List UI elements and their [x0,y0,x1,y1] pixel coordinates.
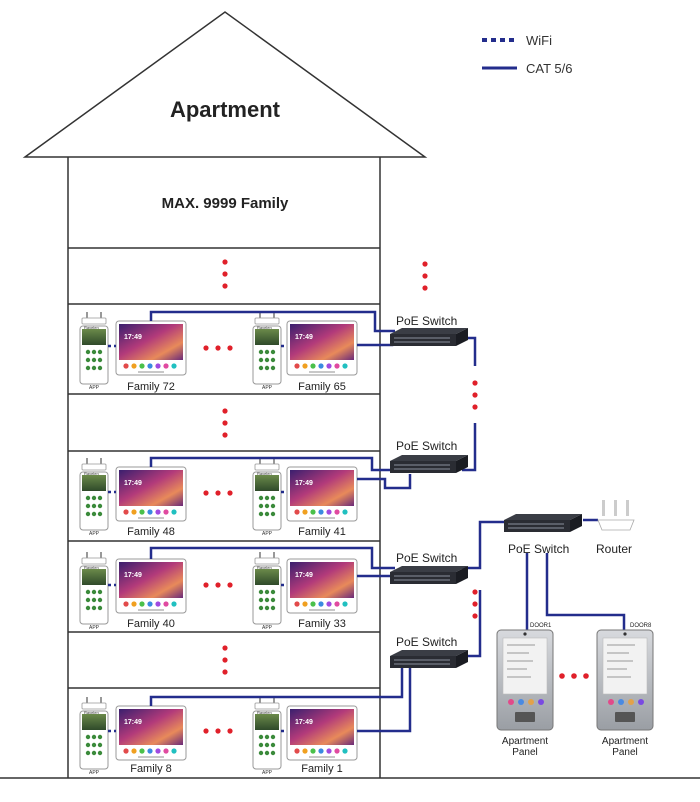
indoor-monitor [286,320,358,376]
floor-row-1 [79,311,358,385]
floor-row-4 [79,696,358,770]
phone-brand: Ravelen [84,565,99,570]
max-family-label: MAX. 9999 Family [162,195,289,212]
monitor-time: 17:49 [295,334,313,341]
monitor-time: 17:49 [295,572,313,579]
vertical-ellipsis-dots [222,259,428,675]
family-label: Family 8 [130,763,172,775]
monitor-time: 17:49 [295,480,313,487]
poe-switch-2 [390,455,468,473]
phone-brand: Ravelen [257,565,272,570]
panel-label-line2: Panel [612,747,638,758]
app-label: APP [89,770,100,776]
app-label: APP [262,625,273,631]
monitor-time: 17:49 [124,334,142,341]
poe-switch-main [504,514,582,532]
phone-brand: Ravelen [84,710,99,715]
family-label: Family 1 [301,763,343,775]
apartment-panel-1 [496,629,554,731]
building [0,11,700,779]
door-label: DOOR1 [530,623,552,629]
poe-switch-1 [390,328,468,346]
app-label: APP [89,385,100,391]
indoor-monitor [115,320,187,376]
poe-switch-4 [390,650,468,668]
switch-label: PoE Switch [396,314,457,328]
roof [22,11,428,158]
monitor-time: 17:49 [295,719,313,726]
cat-legend-label: CAT 5/6 [526,61,572,76]
app-label: APP [89,625,100,631]
panel-label-line1: Apartment [602,736,648,747]
family-label: Family 41 [298,526,346,538]
family-label: Family 40 [127,618,175,630]
poe-switch-3 [390,566,468,584]
family-label: Family 72 [127,381,175,393]
monitor-time: 17:49 [124,719,142,726]
family-label: Family 33 [298,618,346,630]
switch-label: PoE Switch [396,551,457,565]
phone-brand: Ravelen [84,471,99,476]
phone-brand: Ravelen [84,325,99,330]
switch-label: PoE Switch [508,542,569,556]
app-label: APP [89,531,100,537]
switch-label: PoE Switch [396,439,457,453]
switch-label: PoE Switch [396,635,457,649]
building-title: Apartment [170,97,281,122]
door-label: DOOR8 [630,623,652,629]
family-label: Family 48 [127,526,175,538]
cable-ellipsis-dots [472,380,589,679]
panel-label-line1: Apartment [502,736,548,747]
phone-brand: Ravelen [257,710,272,715]
app-label: APP [262,770,273,776]
router [597,499,635,531]
monitor-time: 17:49 [124,572,142,579]
phone-brand: Ravelen [257,471,272,476]
monitor-time: 17:49 [124,480,142,487]
phone-brand: Ravelen [257,325,272,330]
wifi-legend-label: WiFi [526,33,552,48]
app-label: APP [262,385,273,391]
apartment-panel-2 [596,629,654,731]
floor-row-2 [79,457,358,531]
wifi-links [108,344,287,733]
legend: WiFi CAT 5/6 [482,33,572,76]
panel-label-line2: Panel [512,747,538,758]
floor-row-3 [79,551,358,625]
family-label: Family 65 [298,381,346,393]
app-label: APP [262,531,273,537]
router-label: Router [596,542,632,556]
